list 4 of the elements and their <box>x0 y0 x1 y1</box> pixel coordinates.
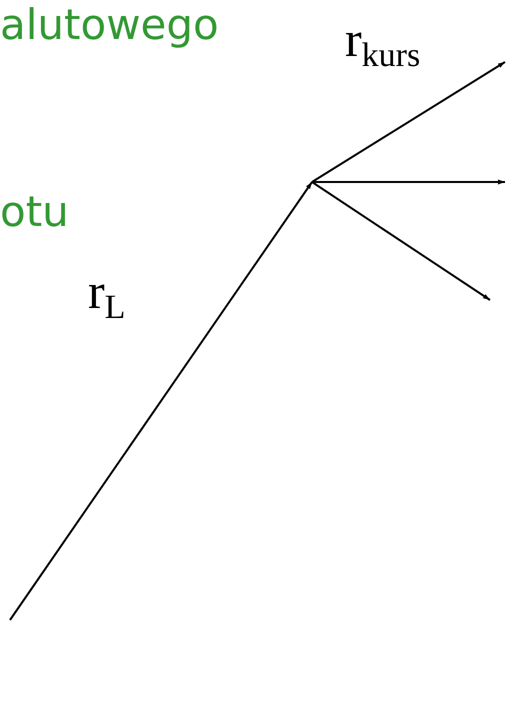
variable-label: r$_{L}$ <box>88 266 126 326</box>
heading-text: alutowego <box>0 4 219 46</box>
variable-label: r$_{kurs}$ <box>345 14 420 74</box>
heading-text: otu <box>0 191 69 233</box>
